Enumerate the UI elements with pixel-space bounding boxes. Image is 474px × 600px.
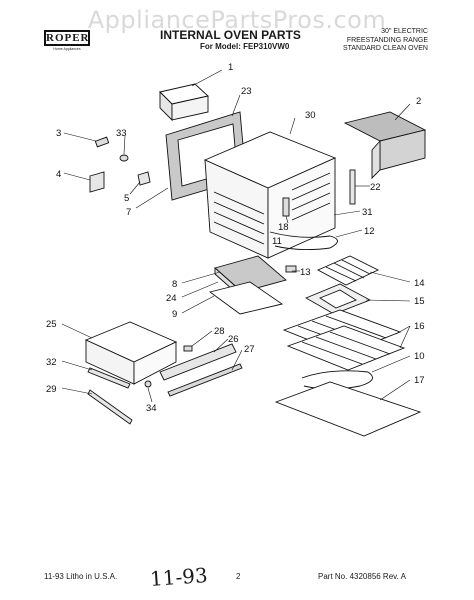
callout-label: 11 bbox=[272, 236, 282, 247]
watermark-text: AppliancePartsPros.com bbox=[87, 6, 387, 34]
part-drawer-trim bbox=[167, 363, 243, 397]
callout-label: 16 bbox=[414, 321, 425, 332]
part-storage-drawer bbox=[84, 321, 178, 385]
part-oven-cavity bbox=[203, 131, 337, 259]
callout-label: 14 bbox=[414, 278, 425, 289]
part-broil-pan bbox=[304, 283, 372, 315]
callout-label: 4 bbox=[56, 169, 61, 180]
callout-label: 34 bbox=[146, 403, 157, 414]
part-clip bbox=[94, 136, 110, 148]
part-connector bbox=[285, 265, 297, 273]
callout-label: 27 bbox=[244, 344, 255, 355]
page-number: 2 bbox=[236, 572, 241, 581]
callout-label: 8 bbox=[172, 279, 177, 290]
part-vent-cover bbox=[159, 83, 209, 122]
part-bottom-plate bbox=[208, 281, 284, 315]
callout-label: 17 bbox=[414, 375, 425, 386]
part-top-panel bbox=[343, 111, 427, 180]
callout-label: 9 bbox=[172, 309, 177, 320]
range-line: 30" ELECTRIC bbox=[381, 28, 428, 35]
part-drawer-screw bbox=[144, 380, 152, 388]
part-bake-element bbox=[269, 231, 338, 251]
callout-label: 23 bbox=[241, 86, 252, 97]
callout-label: 15 bbox=[414, 296, 425, 307]
part-screw bbox=[119, 154, 129, 162]
callout-label: 25 bbox=[46, 319, 57, 330]
roper-logo: ROPER Home Appliances bbox=[44, 30, 90, 51]
part-handle-clip bbox=[183, 345, 193, 352]
callout-label: 2 bbox=[416, 96, 421, 107]
logo-wordmark: ROPER bbox=[44, 30, 90, 46]
part-terminal bbox=[282, 197, 290, 217]
handwritten-date: 11-93 bbox=[149, 563, 209, 591]
part-rod bbox=[349, 169, 356, 205]
part-drawer-bottom bbox=[274, 381, 422, 437]
callout-label: 28 bbox=[214, 326, 225, 337]
callout-label: 32 bbox=[46, 357, 57, 368]
callout-label: 31 bbox=[362, 207, 373, 218]
callout-label: 18 bbox=[278, 222, 289, 233]
callout-label: 26 bbox=[228, 334, 239, 345]
part-number: Part No. 4320856 Rev. A bbox=[318, 572, 406, 581]
callout-label: 13 bbox=[300, 267, 311, 278]
callout-labels: 1 2 3 33 23 30 4 5 7 22 31 18 11 12 8 13… bbox=[46, 62, 425, 414]
part-broil-grid bbox=[316, 255, 380, 286]
range-line: STANDARD CLEAN OVEN bbox=[342, 45, 428, 52]
callout-label: 1 bbox=[228, 62, 233, 73]
part-drawer-slide bbox=[87, 389, 133, 425]
callout-label: 12 bbox=[364, 226, 375, 237]
callout-label: 30 bbox=[305, 110, 316, 121]
callout-label: 5 bbox=[124, 193, 129, 204]
part-hinge-bracket bbox=[137, 171, 151, 186]
page-title: INTERNAL OVEN PARTS bbox=[160, 28, 301, 42]
range-line: FREESTANDING RANGE bbox=[346, 36, 428, 44]
callout-label: 33 bbox=[116, 128, 127, 139]
model-label: For Model: FEP310VW0 bbox=[200, 42, 290, 51]
callout-label: 7 bbox=[126, 207, 131, 218]
logo-subtitle: Home Appliances bbox=[53, 47, 81, 51]
part-bracket bbox=[89, 171, 105, 193]
callout-label: 22 bbox=[370, 182, 381, 193]
range-description: 30" ELECTRIC FREESTANDING RANGE STANDARD… bbox=[343, 28, 428, 54]
callout-label: 29 bbox=[46, 384, 57, 395]
callout-label: 3 bbox=[56, 128, 61, 139]
part-drawer-panel bbox=[159, 343, 237, 381]
callout-label: 24 bbox=[166, 293, 177, 304]
litho-note: 11-93 Litho in U.S.A. bbox=[44, 572, 118, 581]
part-oven-racks bbox=[282, 309, 406, 371]
callout-label: 10 bbox=[414, 351, 425, 362]
